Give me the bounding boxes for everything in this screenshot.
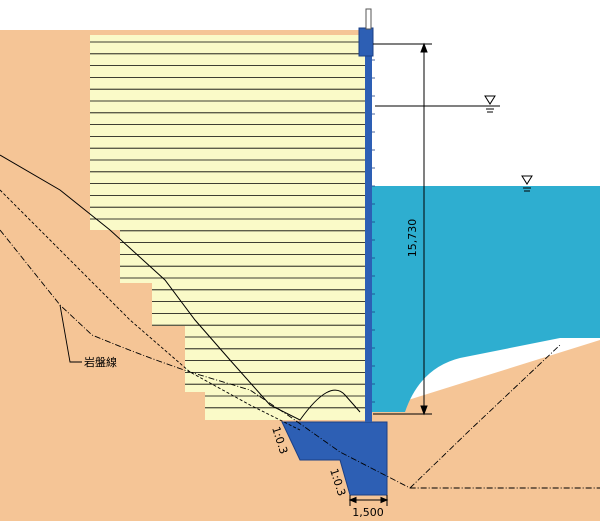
backfill-area xyxy=(90,35,365,420)
bedrock-line-label: 岩盤線 xyxy=(84,355,117,369)
excavation-line-right xyxy=(409,344,561,489)
bedrock-label-leader xyxy=(59,304,82,363)
original-ground-line xyxy=(0,154,361,421)
crown-block xyxy=(358,27,374,57)
base-width-dimension xyxy=(348,495,389,506)
backfill-layer-lines xyxy=(90,41,365,409)
inverted-triangle-water-level-icon xyxy=(484,95,496,113)
retaining-wall-stem xyxy=(365,28,372,422)
excavation-line-upper xyxy=(0,189,301,431)
base-width-dimension-label: 1,500 xyxy=(352,506,384,519)
bedrock-line xyxy=(0,229,600,489)
water-body xyxy=(372,186,600,412)
inverted-triangle-water-level-icon xyxy=(521,175,533,192)
crown-post xyxy=(365,8,372,30)
wall-stem-ticks xyxy=(372,59,375,403)
height-dimension-label: 15,730 xyxy=(406,219,419,258)
